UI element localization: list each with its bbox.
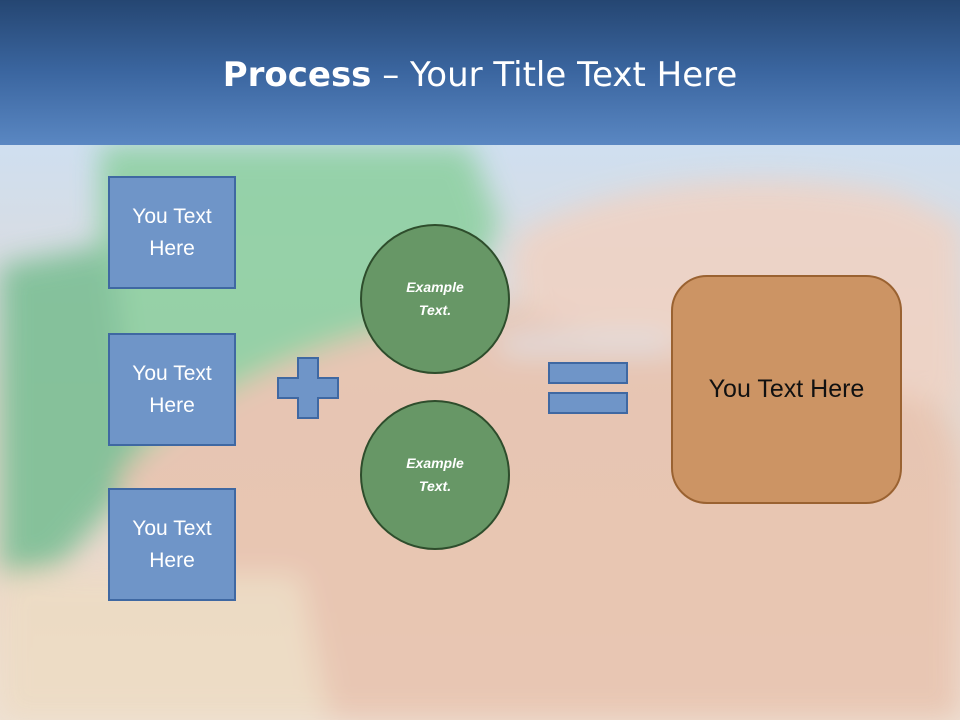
title-bar: Process – Your Title Text Here <box>0 0 960 145</box>
example-circle-1-label: Example Text. <box>406 279 464 318</box>
title-bold: Process <box>222 55 372 95</box>
input-box-1-label: You Text Here <box>132 204 212 260</box>
input-box-2: You Text Here <box>108 333 236 446</box>
title-rest: – Your Title Text Here <box>371 55 738 95</box>
example-circle-2: Example Text. <box>360 400 510 550</box>
example-circle-1: Example Text. <box>360 224 510 374</box>
input-box-3-label: You Text Here <box>132 516 212 572</box>
input-box-3: You Text Here <box>108 488 236 601</box>
equals-icon <box>548 362 628 414</box>
result-box: You Text Here <box>671 275 902 504</box>
plus-icon <box>277 357 339 419</box>
slide-title: Process – Your Title Text Here <box>0 52 960 98</box>
example-circle-2-label: Example Text. <box>406 455 464 494</box>
input-box-2-label: You Text Here <box>132 361 212 417</box>
result-box-label: You Text Here <box>708 375 865 403</box>
input-box-1: You Text Here <box>108 176 236 289</box>
